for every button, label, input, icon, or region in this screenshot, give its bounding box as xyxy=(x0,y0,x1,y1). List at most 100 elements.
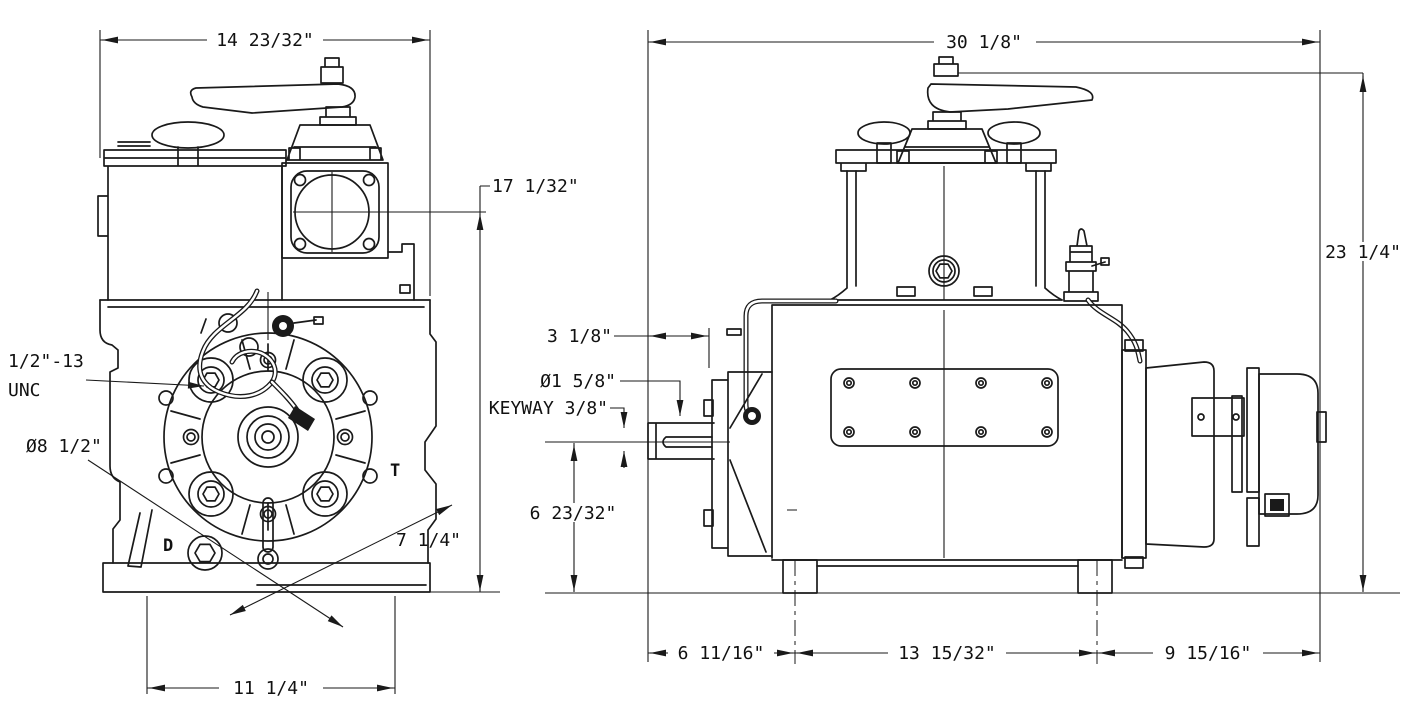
nameplate-screw xyxy=(1197,413,1205,421)
dim-foot-spacing-label: 11 1/4" xyxy=(233,678,309,699)
bolt xyxy=(909,377,921,389)
dim-port-height-label: 17 1/32" xyxy=(492,176,579,197)
shaft-ext-dim-lines xyxy=(614,328,710,368)
bypass-tube-front-inner xyxy=(198,289,277,398)
casing-step-right xyxy=(387,243,415,301)
strainer-shell xyxy=(829,170,1063,301)
bolt xyxy=(158,390,174,406)
cover-knob xyxy=(987,121,1041,145)
valve-hub xyxy=(927,111,967,130)
dim-overall-length-label: 30 1/8" xyxy=(946,32,1022,53)
grease-fitting-center xyxy=(748,412,756,420)
flange-bolt-hole xyxy=(362,173,376,187)
grease-pin xyxy=(200,316,324,334)
valve-stem-cap xyxy=(933,56,959,77)
port-centerlines xyxy=(293,172,486,252)
side-bracket xyxy=(127,509,153,568)
bolt xyxy=(977,379,985,387)
strainer-housing-front xyxy=(97,121,287,301)
valve-body xyxy=(896,128,998,164)
casing-left-edge xyxy=(99,299,121,564)
hub-circle xyxy=(246,415,290,459)
lobe-washer xyxy=(197,480,225,508)
valve-stem-cap xyxy=(320,57,344,84)
bolt xyxy=(845,428,853,436)
extension-lines xyxy=(647,30,1321,662)
dim-base-right-label: 9 15/16" xyxy=(1165,643,1252,664)
head-bolt-lobes xyxy=(188,357,348,517)
bypass-tube-side-inner xyxy=(744,299,838,418)
label-mask xyxy=(668,643,774,662)
label-mask xyxy=(888,643,1006,662)
casing-joint xyxy=(99,299,431,308)
valve-assembly-front xyxy=(189,57,384,161)
label-mask xyxy=(207,30,323,49)
casing-right-edge xyxy=(424,299,437,564)
bolt xyxy=(911,379,919,387)
front-view-dimensions: 14 23/32" 17 1/32" 1/2"-13 UNC Ø8 1/2" 7… xyxy=(8,30,579,699)
shaft-dia-leader xyxy=(620,380,684,416)
motor-adapter-slats xyxy=(1231,367,1260,547)
bolt xyxy=(1041,426,1053,438)
bolt xyxy=(340,432,350,442)
motor-body xyxy=(1258,373,1327,515)
bolt xyxy=(158,468,174,484)
valve-assembly-side xyxy=(835,56,1094,172)
casing-foot xyxy=(782,559,818,594)
bolt xyxy=(186,432,196,442)
bolt xyxy=(977,428,985,436)
lobe-washer xyxy=(197,366,225,394)
bolt xyxy=(845,379,853,387)
keyway-leader-upper xyxy=(610,407,628,428)
relief-valve-stack xyxy=(1063,228,1110,302)
dim-shaft-center-height-label: 6 23/32" xyxy=(530,503,617,524)
bolt xyxy=(911,428,919,436)
port-marker-d: D xyxy=(163,536,173,556)
bolt xyxy=(259,351,277,369)
height-dim-lines xyxy=(958,72,1364,592)
port-flange-front xyxy=(281,162,486,301)
port-marker-t: T xyxy=(390,461,400,481)
hex-bolt-icon xyxy=(202,486,220,502)
valve-hub xyxy=(319,106,357,126)
hub-circle xyxy=(254,423,282,451)
strainer-knob-stem xyxy=(117,141,199,166)
strainer-body-outline xyxy=(97,149,287,301)
label-mask xyxy=(934,32,1036,51)
head-diagonal-dim-line xyxy=(229,504,453,616)
bolt xyxy=(362,390,378,406)
lobe-washer xyxy=(311,366,339,394)
foot-centerlines xyxy=(794,560,1098,664)
motor-fitting xyxy=(1264,493,1290,517)
gear-reducer-motor xyxy=(1121,339,1327,569)
pump-casing-front: D T xyxy=(99,288,437,593)
side-view-dimensions: 30 1/8" 23 1/4" 3 1/8" Ø1 5/8" KEYWAY 3/… xyxy=(489,30,1405,664)
lobe xyxy=(188,471,234,517)
side-view: 30 1/8" 23 1/4" 3 1/8" Ø1 5/8" KEYWAY 3/… xyxy=(489,30,1405,664)
shaft xyxy=(647,422,715,460)
bolt xyxy=(362,468,378,484)
dim-head-diagonal-label: 7 1/4" xyxy=(396,530,461,551)
lobe xyxy=(188,357,234,403)
bolt xyxy=(975,426,987,438)
tap-size-label-line1: 1/2"-13 xyxy=(8,351,84,372)
hub-circle xyxy=(237,406,299,468)
gearbox-nameplate xyxy=(1191,397,1245,437)
casing-split-line xyxy=(787,310,945,558)
dim-overall-height-label: 23 1/4" xyxy=(1325,242,1401,263)
pump-casing-side xyxy=(726,286,1123,594)
flange-bolt-hole xyxy=(293,173,307,187)
dim-bolt-circle-label: Ø8 1/2" xyxy=(26,436,102,457)
bearing-housing-outline xyxy=(703,371,773,557)
dim-base-left-label: 6 11/16" xyxy=(678,643,765,664)
hex-plug-icon xyxy=(194,543,216,563)
tube-pin xyxy=(726,328,742,336)
valve-lever-handle xyxy=(926,83,1094,113)
strainer-knob xyxy=(151,121,225,149)
motor-fitting-core xyxy=(1270,499,1284,511)
dim-shaft-extension-label: 3 1/8" xyxy=(547,326,612,347)
valve-lever-handle xyxy=(189,83,356,114)
label-mask xyxy=(1321,242,1405,261)
bolt xyxy=(1043,379,1051,387)
